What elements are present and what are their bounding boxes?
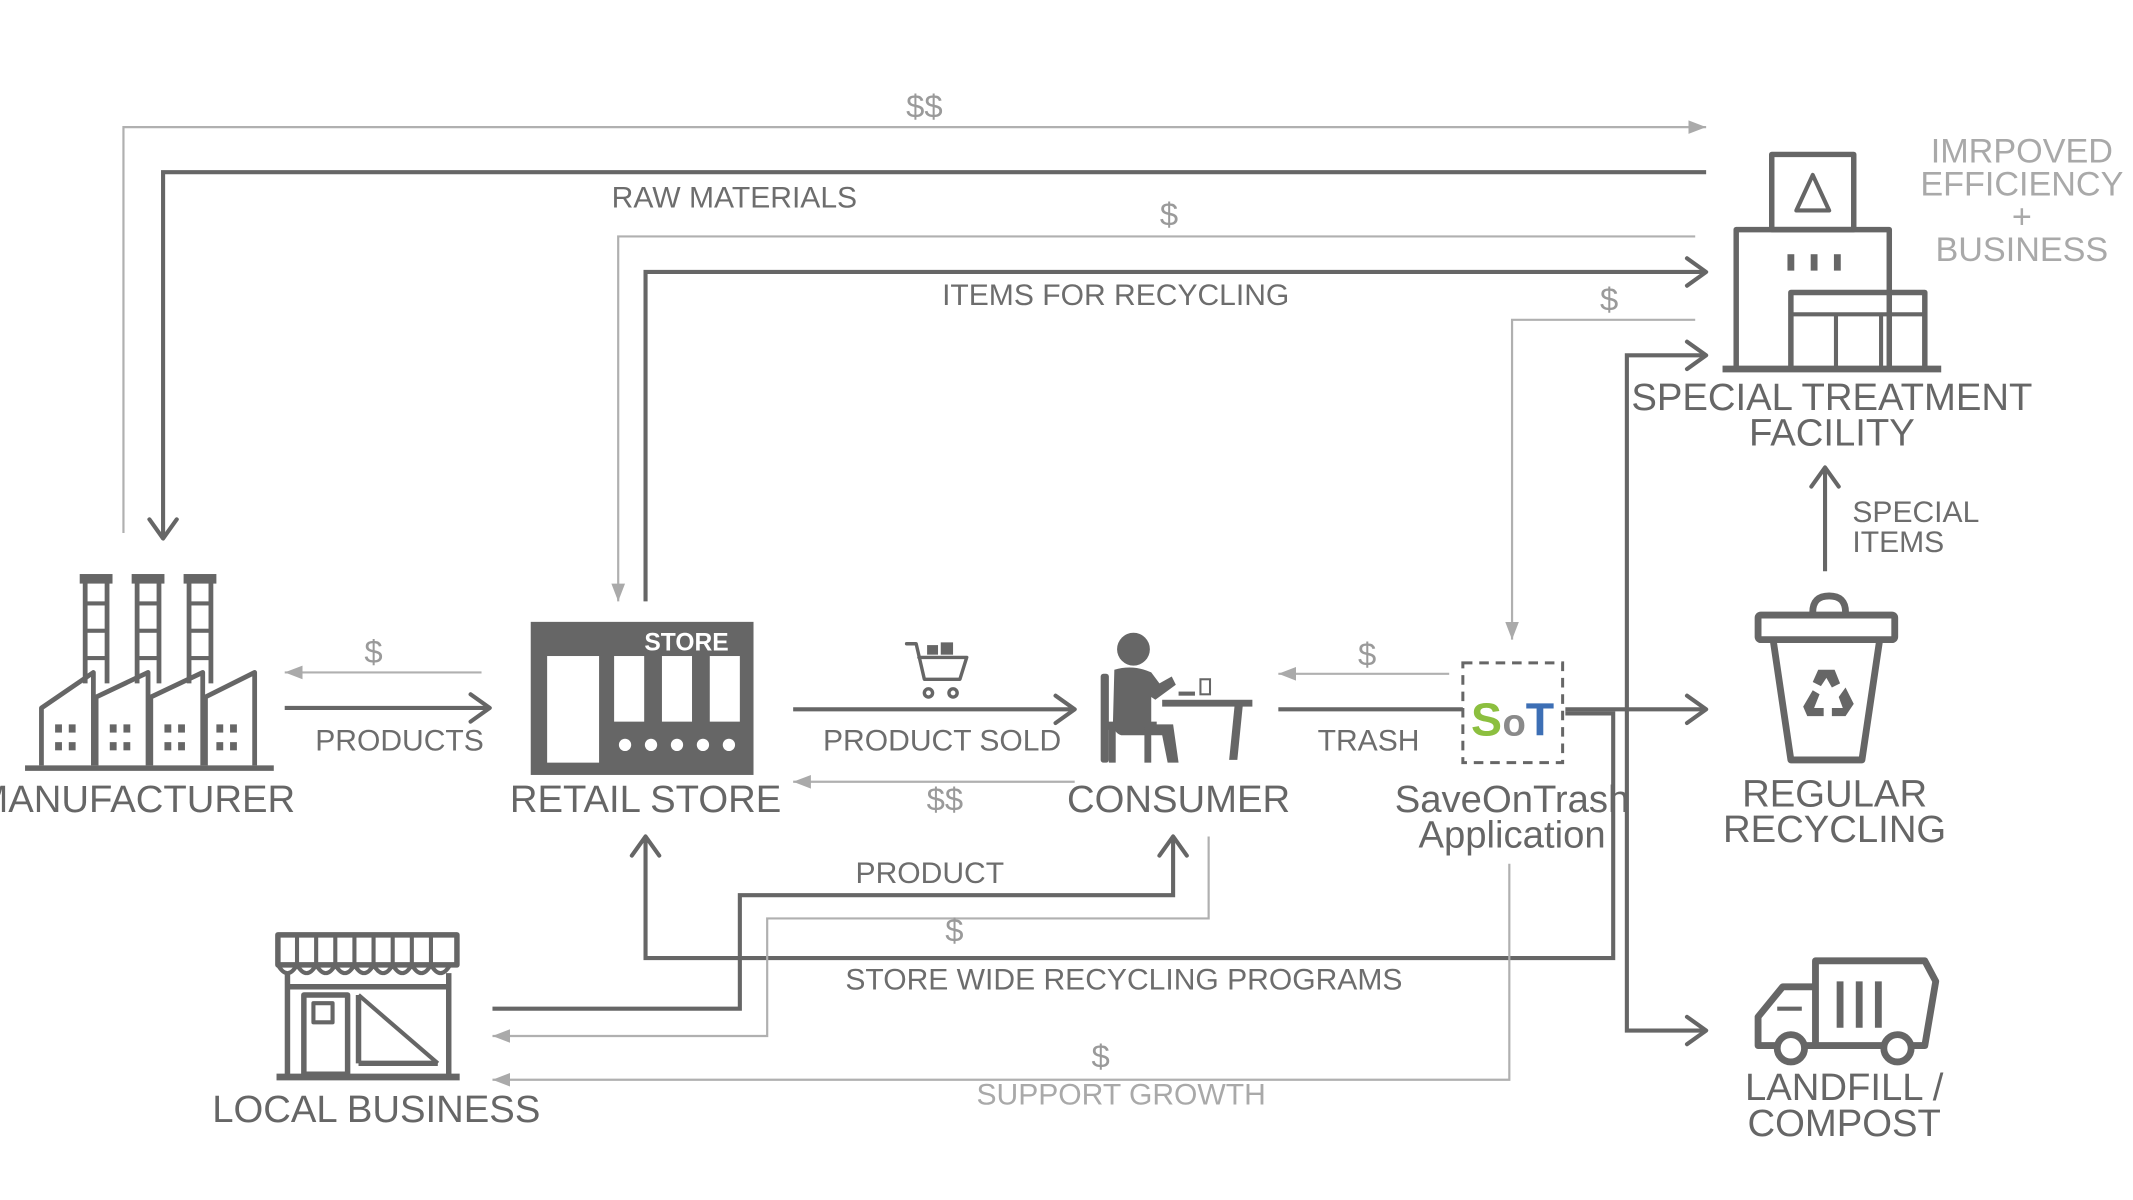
support-growth-label: SUPPORT GROWTH [976,1078,1265,1111]
money-flow-manufacturer-facility [122,120,1707,534]
manufacturer-label: MANUFACTURER [0,778,295,821]
store-wide-recycling-flow [629,711,1616,961]
local-money-label: $ [945,912,963,949]
local-business-label: LOCAL BUSINESS [212,1088,540,1131]
special-items-label-2: ITEMS [1852,526,1944,559]
consumer-money-label: $$ [927,780,963,817]
manufacturer-money-label: $ [364,633,382,670]
store-sign-text: STORE [644,630,728,657]
consumer-label: CONSUMER [1067,778,1290,821]
consumer-icon [1100,632,1253,763]
items-for-recycling-label: ITEMS FOR RECYCLING [942,279,1289,312]
support-growth-flow [492,863,1511,1087]
app-money-label: $ [1600,280,1618,317]
local-shop-icon [275,932,460,1081]
recycling-bin-icon [1754,592,1899,764]
support-money-label: $ [1092,1037,1110,1074]
store-money-label: $ [1160,196,1178,233]
shopping-cart-icon [904,642,969,699]
product-label: PRODUCT [856,857,1005,890]
note-line-4: BUSINESS [1935,231,2108,269]
saveontrash-app-icon: S o T [1461,661,1565,765]
landfill-label-1: LANDFILL / [1745,1066,1944,1109]
factory-icon [25,574,274,771]
app-to-landfill-flow [1624,709,1709,1047]
facility-label-1: SPECIAL TREATMENT [1631,376,2032,419]
trash-label: TRASH [1318,724,1420,757]
recycling-label-2: RECYCLING [1723,808,1946,851]
note-line-2: EFFICIENCY [1920,165,2123,203]
app-label-1: SaveOnTrash [1395,778,1630,821]
logo-letter-t: T [1526,693,1554,745]
products-label: PRODUCTS [315,724,484,757]
logo-letter-o: o [1502,701,1525,744]
note-line-3: + [2012,198,2032,236]
app-label-2: Application [1418,813,1605,856]
recycling-label-1: REGULAR [1742,772,1927,815]
facility-label-2: FACILITY [1749,412,1915,455]
garbage-truck-icon [1754,957,1940,1066]
money-flow-facility-store [611,235,1696,602]
retail-store-label: RETAIL STORE [510,778,781,821]
store-wide-label: STORE WIDE RECYCLING PROGRAMS [845,964,1402,997]
money-flow-consumer-local [492,836,1210,1043]
product-sold-label: PRODUCT SOLD [823,724,1061,757]
local-product-flow [492,834,1189,1011]
store-icon: STORE [530,621,754,775]
special-items-label-1: SPECIAL [1852,496,1979,529]
building-icon [1722,151,1942,373]
top-money-label: $$ [906,88,942,125]
app-to-facility-flow [1624,339,1709,710]
landfill-label-2: COMPOST [1747,1102,1940,1145]
raw-materials-flow [147,170,1707,541]
money-flow-facility-app [1505,318,1696,640]
logo-letter-s: S [1471,693,1502,745]
trash-money-label: $ [1358,636,1376,673]
items-for-recycling-flow [643,256,1709,602]
raw-materials-label: RAW MATERIALS [612,182,857,215]
note-line-1: IMRPOVED [1931,133,2113,171]
